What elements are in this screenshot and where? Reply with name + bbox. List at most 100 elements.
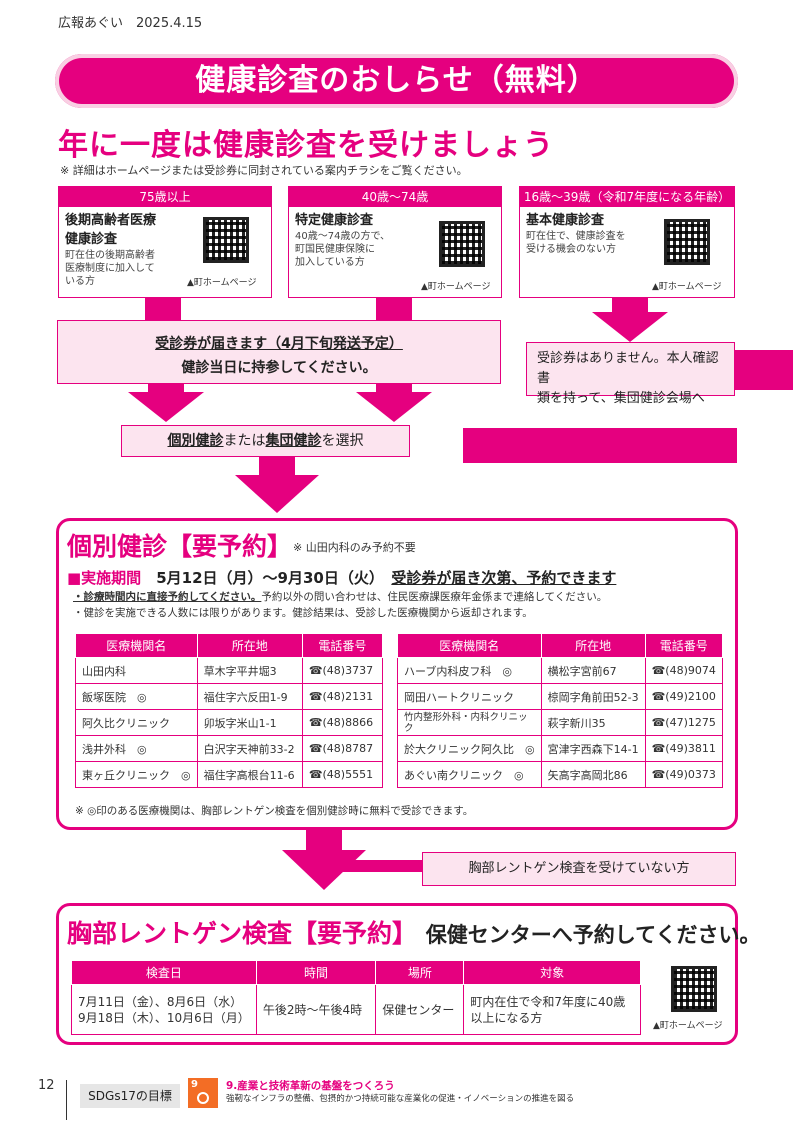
age-box-75: 75歳以上 後期高齢者医療 健康診査 町在住の後期高齢者 医療制度に加入して い… <box>58 186 272 298</box>
age-title: 後期高齢者医療 <box>65 213 157 228</box>
choose-end: を選択 <box>321 433 364 449</box>
qr-caption: ▲町ホームページ <box>187 278 257 288</box>
clinic-address: 椋岡字角前田52-3 <box>540 683 646 710</box>
bullet-2: ・健診を実施できる人数には限りがあります。健診結果は、受診した医療機関から返却さ… <box>73 607 533 619</box>
xray-subtitle: 保健センターへ予約してください。 <box>425 923 761 947</box>
clinic-name: 岡田ハートクリニック <box>397 683 542 710</box>
connector-bar <box>735 350 793 390</box>
table-row: 於大クリニック阿久比 ◎宮津字西森下14-1☎(49)3811 <box>397 735 723 762</box>
col-header: 所在地 <box>196 633 303 658</box>
xray-target: 町内在住で令和7年度に40歳 以上になる方 <box>463 984 641 1035</box>
table-row: 東ヶ丘クリニック ◎福住字高根台11-6☎(48)5551 <box>75 761 384 788</box>
table-row: ハーブ内科皮フ科 ◎横松字宮前67☎(48)9074 <box>397 657 723 684</box>
clinic-phone: ☎(48)2131 <box>301 683 384 710</box>
table-row: あぐい南クリニック ◎矢高字高岡北86☎(49)0373 <box>397 761 723 788</box>
clinic-address: 白沢字天神前33-2 <box>196 735 303 762</box>
xray-dates-1: 7月11日（金）、8月6日（水） <box>78 994 243 1009</box>
xray-table: 検査日 時間 場所 対象 7月11日（金）、8月6日（水） 9月18日（木）、1… <box>71 960 641 1035</box>
individual-title-note: ※ 山田内科のみ予約不要 <box>293 541 416 554</box>
clinic-name: 竹内整形外科・内科クリニック <box>397 709 542 736</box>
col-header: 対象 <box>463 960 641 985</box>
qr-code-icon[interactable] <box>671 966 717 1012</box>
no-voucher-line1: 受診券はありません。本人確認書 <box>537 351 719 386</box>
individual-footnote: ※ ◎印のある医療機関は、胸部レントゲン検査を個別健診時に無料で受診できます。 <box>75 805 474 817</box>
connector-bar <box>463 428 737 463</box>
bullet-1: ・診療時間内に直接予約してください。予約以外の問い合わせは、住民医療課医療年金係… <box>73 589 607 604</box>
table-row: 飯塚医院 ◎福住字六反田1-9☎(48)2131 <box>75 683 384 710</box>
clinic-table-right: 医療機関名 所在地 電話番号 ハーブ内科皮フ科 ◎横松字宮前67☎(48)907… <box>397 633 723 788</box>
col-header: 電話番号 <box>644 633 723 658</box>
col-header: 所在地 <box>540 633 646 658</box>
col-header: 時間 <box>255 960 377 985</box>
age-desc: 町在住で、健康診査を <box>526 231 626 242</box>
xray-title: 胸部レントゲン検査【要予約】 <box>67 919 418 948</box>
clinic-phone: ☎(49)0373 <box>644 761 723 788</box>
page-number: 12 <box>38 1078 55 1093</box>
footer-divider <box>66 1080 67 1120</box>
xray-target-1: 町内在住で令和7年度に40歳 <box>470 994 626 1009</box>
age-desc: 40歳～74歳の方で、 <box>295 231 391 242</box>
col-header: 医療機関名 <box>75 633 198 658</box>
arrow-down-icon <box>356 392 432 422</box>
arrow-stem <box>376 298 412 320</box>
age-desc: いる方 <box>65 276 95 287</box>
clinic-address: 福住字六反田1-9 <box>196 683 303 710</box>
period-note: 受診券が届き次第、予約できます <box>391 569 617 587</box>
individual-section: 個別健診【要予約】 ※ 山田内科のみ予約不要 ■実施期間 5月12日（月）～9月… <box>56 518 738 830</box>
qr-code-icon[interactable] <box>203 217 249 263</box>
qr-caption: ▲町ホームページ <box>652 282 722 292</box>
qr-code-icon[interactable] <box>664 219 710 265</box>
voucher-line1: 受診券が届きます（4月下旬発送予定） <box>155 336 403 352</box>
age-box-16: 16歳～39歳（令和7年度になる年齢） 基本健康診査 町在住で、健康診査を 受け… <box>519 186 735 298</box>
clinic-name: 山田内科 <box>75 657 198 684</box>
age-title: 基本健康診査 <box>526 213 605 228</box>
clinic-phone: ☎(48)9074 <box>644 657 723 684</box>
xray-section: 胸部レントゲン検査【要予約】 保健センターへ予約してください。 検査日 時間 場… <box>56 903 760 1045</box>
clinic-phone: ☎(48)3737 <box>301 657 384 684</box>
clinic-name: あぐい南クリニック ◎ <box>397 761 542 788</box>
clinic-phone: ☎(49)2100 <box>644 683 723 710</box>
connector-bar <box>342 860 422 872</box>
xray-time: 午後2時～午後4時 <box>255 984 377 1035</box>
choose-group: 集団健診 <box>265 433 322 449</box>
col-header: 検査日 <box>71 960 257 985</box>
no-voucher-box: 受診券はありません。本人確認書 類を持って、集団健診会場へ <box>526 342 735 406</box>
page-title: 健康診査のおしらせ（無料） <box>195 63 598 98</box>
bullet-1-underlined: ・診療時間内に直接予約してください。 <box>73 591 262 603</box>
arrow-down-icon <box>235 475 319 513</box>
age-desc: 加入している方 <box>295 257 365 268</box>
age-box-40: 40歳～74歳 特定健康診査 40歳～74歳の方で、 町国民健康保険に 加入して… <box>288 186 502 298</box>
choose-individual: 個別健診 <box>167 433 224 449</box>
table-row: 浅井外科 ◎白沢字天神前33-2☎(48)8787 <box>75 735 384 762</box>
clinic-address: 横松字宮前67 <box>540 657 646 684</box>
qr-caption: ▲町ホームページ <box>421 282 491 292</box>
age-desc: 町在住の後期高齢者 <box>65 250 155 261</box>
sdgs-badge: SDGs17の目標 <box>80 1084 180 1108</box>
clinic-address: 萩字新川35 <box>540 709 646 736</box>
choose-box: 個別健診または集団健診を選択 <box>121 425 410 457</box>
clinic-address: 卯坂字米山1-1 <box>196 709 303 736</box>
xray-dates-2: 9月18日（木）、10月6日（月） <box>78 1010 250 1025</box>
clinic-name: ハーブ内科皮フ科 ◎ <box>397 657 542 684</box>
age-head: 40歳～74歳 <box>289 187 501 207</box>
qr-caption: ▲町ホームページ <box>653 1021 723 1031</box>
arrow-stem <box>145 298 181 320</box>
arrow-stem <box>306 830 342 850</box>
arrow-stem <box>148 384 184 392</box>
period: 5月12日（月）～9月30日（火） <box>156 569 377 587</box>
no-voucher-line2: 類を持って、集団健診会場へ <box>537 391 705 406</box>
sdgs-goal-title: 9.産業と技術革新の基盤をつくろう <box>226 1080 395 1092</box>
arrow-down-icon <box>128 392 204 422</box>
clinic-name: 於大クリニック阿久比 ◎ <box>397 735 542 762</box>
clinic-name: 飯塚医院 ◎ <box>75 683 198 710</box>
clinic-address: 草木字平井堀3 <box>196 657 303 684</box>
xray-place: 保健センター <box>375 984 465 1035</box>
age-title: 特定健康診査 <box>295 213 374 228</box>
xray-dates: 7月11日（金）、8月6日（水） 9月18日（木）、10月6日（月） <box>71 984 257 1035</box>
clinic-phone: ☎(48)8787 <box>301 735 384 762</box>
sdgs-goal-9-icon: 9 <box>188 1078 218 1108</box>
qr-code-icon[interactable] <box>439 221 485 267</box>
table-row: 山田内科草木字平井堀3☎(48)3737 <box>75 657 384 684</box>
choose-or: または <box>223 433 266 449</box>
clinic-address: 宮津字西森下14-1 <box>540 735 646 762</box>
